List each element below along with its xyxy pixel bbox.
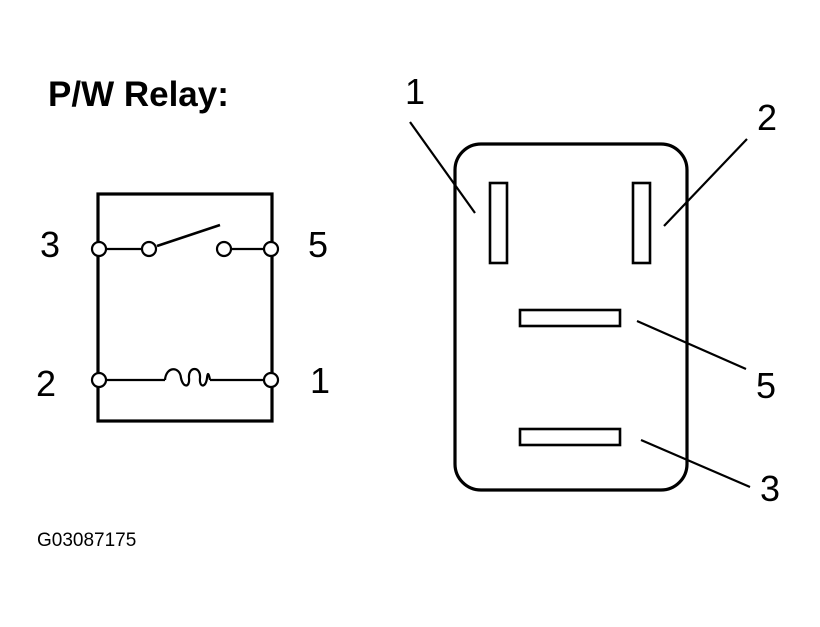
pin-3-blade bbox=[518, 427, 622, 447]
connector-label-5: 5 bbox=[756, 365, 776, 406]
schematic-label-1: 1 bbox=[310, 360, 330, 401]
connector-label-3: 3 bbox=[760, 468, 780, 509]
schematic-housing bbox=[96, 192, 274, 423]
connector-label-2: 2 bbox=[757, 97, 777, 138]
leader-line-5 bbox=[636, 319, 747, 371]
switch-contact-arm bbox=[156, 223, 221, 248]
connector-label-1: 1 bbox=[405, 71, 425, 112]
schematic-label-3: 3 bbox=[40, 224, 60, 265]
switch-pivot-node bbox=[140, 240, 158, 258]
schematic-label-5: 5 bbox=[308, 224, 328, 265]
connector-body bbox=[453, 142, 689, 492]
relay-connector-view: 1 2 5 3 bbox=[405, 71, 780, 509]
pin-2-blade bbox=[631, 181, 652, 265]
figure-code: G03087175 bbox=[37, 530, 136, 551]
leader-line-3 bbox=[640, 438, 751, 489]
terminal-3-node bbox=[90, 240, 108, 258]
pin-5-blade bbox=[518, 308, 622, 328]
terminal-1-node bbox=[262, 371, 280, 389]
relay-schematic: 3 5 2 1 bbox=[36, 192, 330, 423]
terminal-5-node bbox=[262, 240, 280, 258]
coil-symbol bbox=[163, 367, 212, 387]
leader-line-1 bbox=[409, 121, 476, 214]
leader-line-2 bbox=[663, 138, 748, 227]
schematic-label-2: 2 bbox=[36, 363, 56, 404]
switch-contact-node bbox=[215, 240, 233, 258]
terminal-2-node bbox=[90, 371, 108, 389]
pin-1-blade bbox=[488, 181, 509, 265]
diagram-title: P/W Relay: bbox=[48, 75, 229, 114]
